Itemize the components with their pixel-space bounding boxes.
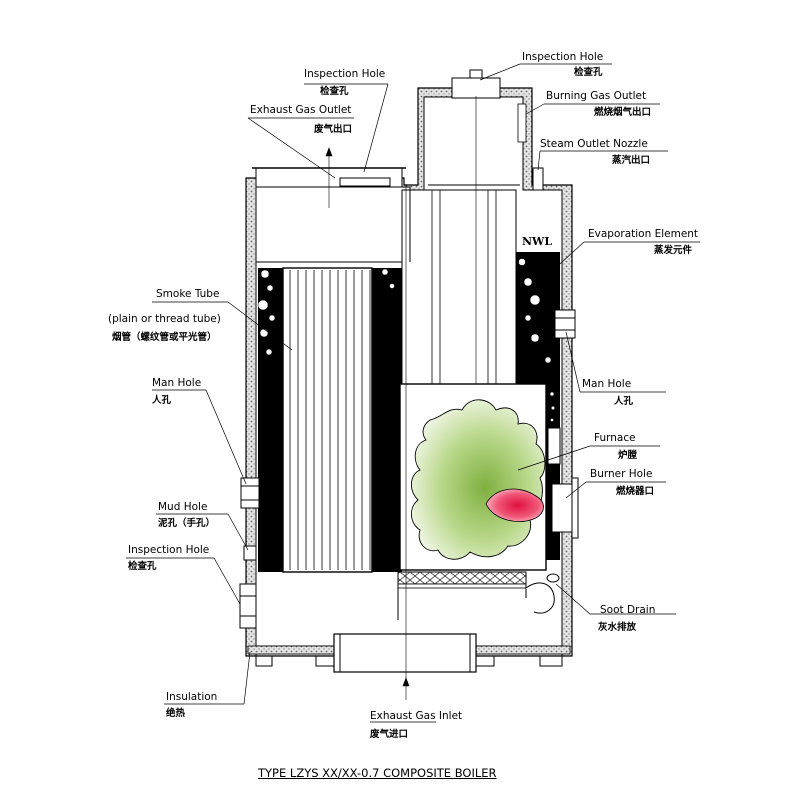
burner-hole	[546, 477, 579, 539]
label-inspection-hole-left-top-zh: 检查孔	[320, 86, 349, 97]
water-space	[258, 252, 560, 572]
label-exhaust-gas-outlet: Exhaust Gas Outlet	[250, 104, 352, 116]
burner-flame	[485, 488, 544, 522]
furnace	[397, 383, 547, 620]
label-inspection-hole-left: Inspection Hole	[128, 544, 210, 556]
man-hole-right	[554, 309, 576, 339]
evaporation-element	[401, 189, 517, 385]
inspection-hole-left	[239, 583, 257, 629]
label-inspection-hole-top: Inspection Hole	[522, 51, 604, 63]
label-insulation: Insulation	[166, 691, 218, 703]
label-steam-outlet-nozzle-zh: 蒸汽出口	[612, 155, 651, 166]
label-insulation-zh: 绝热	[166, 708, 186, 719]
label-soot-drain-zh: 灰水排放	[598, 622, 637, 633]
center-lines	[325, 96, 477, 700]
label-mud-hole: Mud Hole	[158, 501, 208, 513]
soot-drain	[525, 573, 560, 614]
label-burner-hole: Burner Hole	[590, 468, 653, 480]
mud-hole	[243, 545, 257, 561]
steam-drum	[428, 69, 544, 191]
steam-bubbles	[257, 258, 556, 422]
man-hole-left	[240, 477, 260, 509]
label-man-hole-right-zh: 人孔	[614, 396, 634, 407]
label-burning-gas-outlet-zh: 燃烧烟气出口	[594, 107, 652, 118]
label-steam-outlet-nozzle: Steam Outlet Nozzle	[540, 138, 648, 150]
label-evaporation-element-zh: 蒸发元件	[654, 245, 693, 256]
label-inspection-hole-left-top: Inspection Hole	[304, 68, 386, 80]
label-burning-gas-outlet: Burning Gas Outlet	[546, 90, 647, 102]
label-inspection-hole-top-zh: 检查孔	[574, 67, 603, 78]
label-smoke-tube-zh: 烟管（螺纹管或平光管）	[112, 332, 217, 343]
label-furnace-zh: 炉膛	[618, 450, 638, 461]
normal-water-level-mark: NWL	[522, 235, 553, 248]
label-burner-hole-zh: 燃烧器口	[616, 486, 655, 497]
label-smoke-tube: Smoke Tube	[156, 288, 220, 300]
label-smoke-tube-sub: (plain or thread tube)	[108, 313, 221, 325]
label-mud-hole-zh: 泥孔（手孔）	[158, 518, 216, 529]
label-soot-drain: Soot Drain	[600, 604, 656, 616]
label-exhaust-gas-outlet-zh: 废气出口	[314, 124, 353, 135]
label-furnace: Furnace	[594, 432, 636, 444]
right-side-ports	[547, 427, 561, 465]
smoke-tube-bank	[282, 267, 373, 573]
label-exhaust-gas-inlet: Exhaust Gas Inlet	[370, 710, 463, 722]
label-evaporation-element: Evaporation Element	[588, 228, 699, 240]
leader-lines	[126, 63, 700, 723]
label-exhaust-gas-inlet-zh: 废气进口	[370, 729, 409, 740]
diagram-title: TYPE LZYS XX/XX-0.7 COMPOSITE BOILER	[258, 766, 497, 780]
label-man-hole-right: Man Hole	[582, 378, 632, 390]
label-inspection-hole-left-zh: 检查孔	[128, 561, 157, 572]
label-man-hole-left-zh: 人孔	[152, 395, 172, 406]
exhaust-inlet-duct	[333, 633, 477, 673]
label-man-hole-left: Man Hole	[152, 377, 202, 389]
